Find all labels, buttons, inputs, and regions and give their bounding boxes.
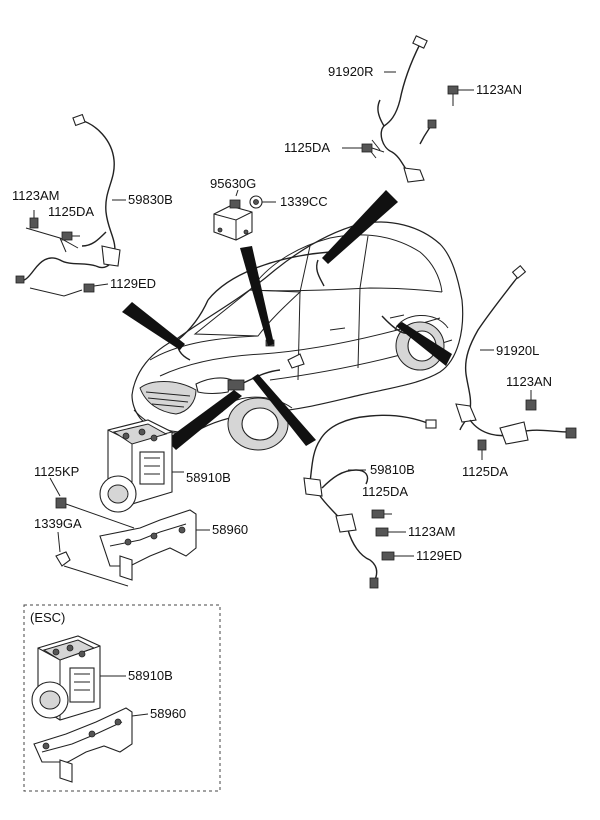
esc-hydraulic-module-assembly xyxy=(31,635,126,721)
nut-1339ga xyxy=(55,531,71,567)
label-1125da-mid: 1125DA xyxy=(362,484,408,499)
yaw-rate-sensor-assembly xyxy=(213,189,276,241)
label-58910b: 58910B xyxy=(186,470,231,485)
bolt-1123an-right xyxy=(525,390,537,411)
wedge-to-front-right-sensor xyxy=(252,374,316,446)
bolt-1125da-mid xyxy=(371,509,392,519)
label-1339cc: 1339CC xyxy=(280,194,328,209)
label-59830b: 59830B xyxy=(128,192,173,207)
label-91920r: 91920R xyxy=(328,64,374,79)
bolt-1123am-mid xyxy=(375,527,406,537)
bolt-1125da-left xyxy=(61,231,80,241)
wedge-to-acceleration-sensor xyxy=(240,246,274,346)
wedge-to-rear-right-sensor xyxy=(322,190,398,264)
wedge-to-hecu-left xyxy=(166,390,242,450)
label-1123am-mid: 1123AM xyxy=(408,524,455,539)
label-1125kp: 1125KP xyxy=(34,464,79,479)
label-58910b-esc: 58910B xyxy=(128,668,173,683)
label-95630g: 95630G xyxy=(210,176,256,191)
pointer-wedges xyxy=(122,190,452,450)
bolt-1125da-top xyxy=(342,143,385,153)
label-1129ed-left: 1129ED xyxy=(110,276,156,291)
label-1123an-right: 1123AN xyxy=(506,374,552,389)
label-59810b: 59810B xyxy=(370,462,415,477)
abs-bracket-assembly xyxy=(63,509,210,587)
wedge-to-rear-left-sensor xyxy=(396,322,452,366)
bolt-1129ed-mid xyxy=(381,551,414,561)
bolt-1129ed-left xyxy=(83,283,109,293)
part-labels: 91920R 1123AN 1125DA 95630G 1339CC 1123A… xyxy=(12,64,552,721)
bolt-1125kp xyxy=(49,477,135,529)
esc-variant-box xyxy=(23,604,221,792)
bolt-1125da-right xyxy=(477,439,487,460)
bolt-1123an-top xyxy=(447,85,474,106)
label-91920l: 91920L xyxy=(496,343,539,358)
label-1125da-left: 1125DA xyxy=(48,204,94,219)
label-1125da-top: 1125DA xyxy=(284,140,330,155)
front-left-wheel-sensor-assembly xyxy=(15,113,126,297)
label-58960-esc: 58960 xyxy=(150,706,186,721)
rear-right-wheel-sensor-assembly xyxy=(342,35,474,183)
label-58960: 58960 xyxy=(212,522,248,537)
front-right-wheel-sensor-assembly xyxy=(303,414,437,589)
rear-left-wheel-sensor-assembly xyxy=(455,264,577,460)
esc-bracket-assembly xyxy=(33,707,149,783)
label-esc-title: (ESC) xyxy=(30,610,65,625)
label-1123an-top: 1123AN xyxy=(476,82,522,97)
label-1339ga: 1339GA xyxy=(34,516,82,531)
label-1125da-right: 1125DA xyxy=(462,464,508,479)
bolt-1123am-left xyxy=(29,210,39,229)
label-1129ed-mid: 1129ED xyxy=(416,548,462,563)
abs-hydraulic-module-assembly xyxy=(99,419,184,513)
wedge-to-front-left-sensor xyxy=(122,302,185,350)
label-1123am-left: 1123AM xyxy=(12,188,59,203)
